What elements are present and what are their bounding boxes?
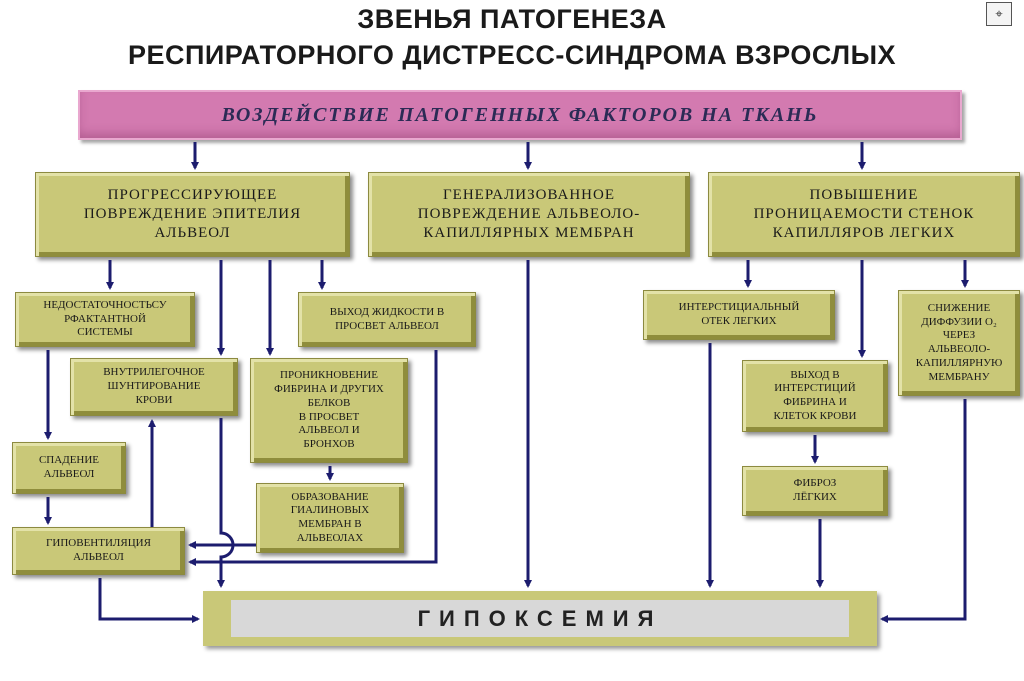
box-intrapulmonary-shunting: ВНУТРИЛЕГОЧНОЕ ШУНТИРОВАНИЕ КРОВИ	[70, 358, 238, 416]
arrow-hypoventilation-to-hypoxemia	[98, 578, 200, 623]
box-epithelium-damage: ПРОГРЕССИРУЮЩЕЕ ПОВРЕЖДЕНИЕ ЭПИТЕЛИЯ АЛЬ…	[35, 172, 350, 257]
banner-label: ВОЗДЕЙСТВИЕ ПАТОГЕННЫХ ФАКТОРОВ НА ТКАНЬ	[221, 103, 819, 126]
box-fluid-exit: ВЫХОД ЖИДКОСТИ В ПРОСВЕТ АЛЬВЕОЛ	[298, 292, 476, 347]
box-fibrin-penetration: ПРОНИКНОВЕНИЕ ФИБРИНА И ДРУГИХ БЕЛКОВ В …	[250, 358, 408, 463]
box-alveolar-collapse: СПАДЕНИЕ АЛЬВЕОЛ	[12, 442, 126, 494]
box-lung-fibrosis: ФИБРОЗ ЛЁГКИХ	[742, 466, 888, 516]
title-line-1: ЗВЕНЬЯ ПАТОГЕНЕЗА	[357, 4, 667, 34]
box-interstitial-edema: ИНТЕРСТИЦИАЛЬНЫЙ ОТЕК ЛЕГКИХ	[643, 290, 835, 340]
box-hyaline-membranes: ОБРАЗОВАНИЕ ГИАЛИНОВЫХ МЕМБРАН В АЛЬВЕОЛ…	[256, 483, 404, 553]
box-capillary-permeability: ПОВЫШЕНИЕ ПРОНИЦАЕМОСТИ СТЕНОК КАПИЛЛЯРО…	[708, 172, 1020, 257]
box-diffusion-decrease: СНИЖЕНИЕ ДИФФУЗИИ O₂ ЧЕРЕЗ АЛЬВЕОЛО- КАП…	[898, 290, 1020, 396]
box-membrane-damage: ГЕНЕРАЛИЗОВАННОЕ ПОВРЕЖДЕНИЕ АЛЬВЕОЛО- К…	[368, 172, 690, 257]
corner-logo-icon: ⌖	[986, 2, 1012, 26]
box-surfactant-insufficiency: НЕДОСТАТОЧНОСТЬСУ РФАКТАНТНОЙ СИСТЕМЫ	[15, 292, 195, 347]
box-fibrin-interstitium: ВЫХОД В ИНТЕРСТИЦИЙ ФИБРИНА И КЛЕТОК КРО…	[742, 360, 888, 432]
hypoxemia-label: ГИПОКСЕМИЯ	[417, 605, 663, 631]
box-hypoventilation: ГИПОВЕНТИЛЯЦИЯ АЛЬВЕОЛ	[12, 527, 185, 575]
arrow-diffusion-to-hypoxemia	[880, 399, 967, 623]
box-hypoxemia: ГИПОКСЕМИЯ	[203, 591, 877, 646]
title-line-2: РЕСПИРАТОРНОГО ДИСТРЕСС-СИНДРОМА ВЗРОСЛЫ…	[127, 40, 897, 70]
arrow-fluid-to-hypoventilation	[188, 350, 438, 566]
banner-pathogenic-factors: ВОЗДЕЙСТВИЕ ПАТОГЕННЫХ ФАКТОРОВ НА ТКАНЬ	[78, 90, 962, 140]
